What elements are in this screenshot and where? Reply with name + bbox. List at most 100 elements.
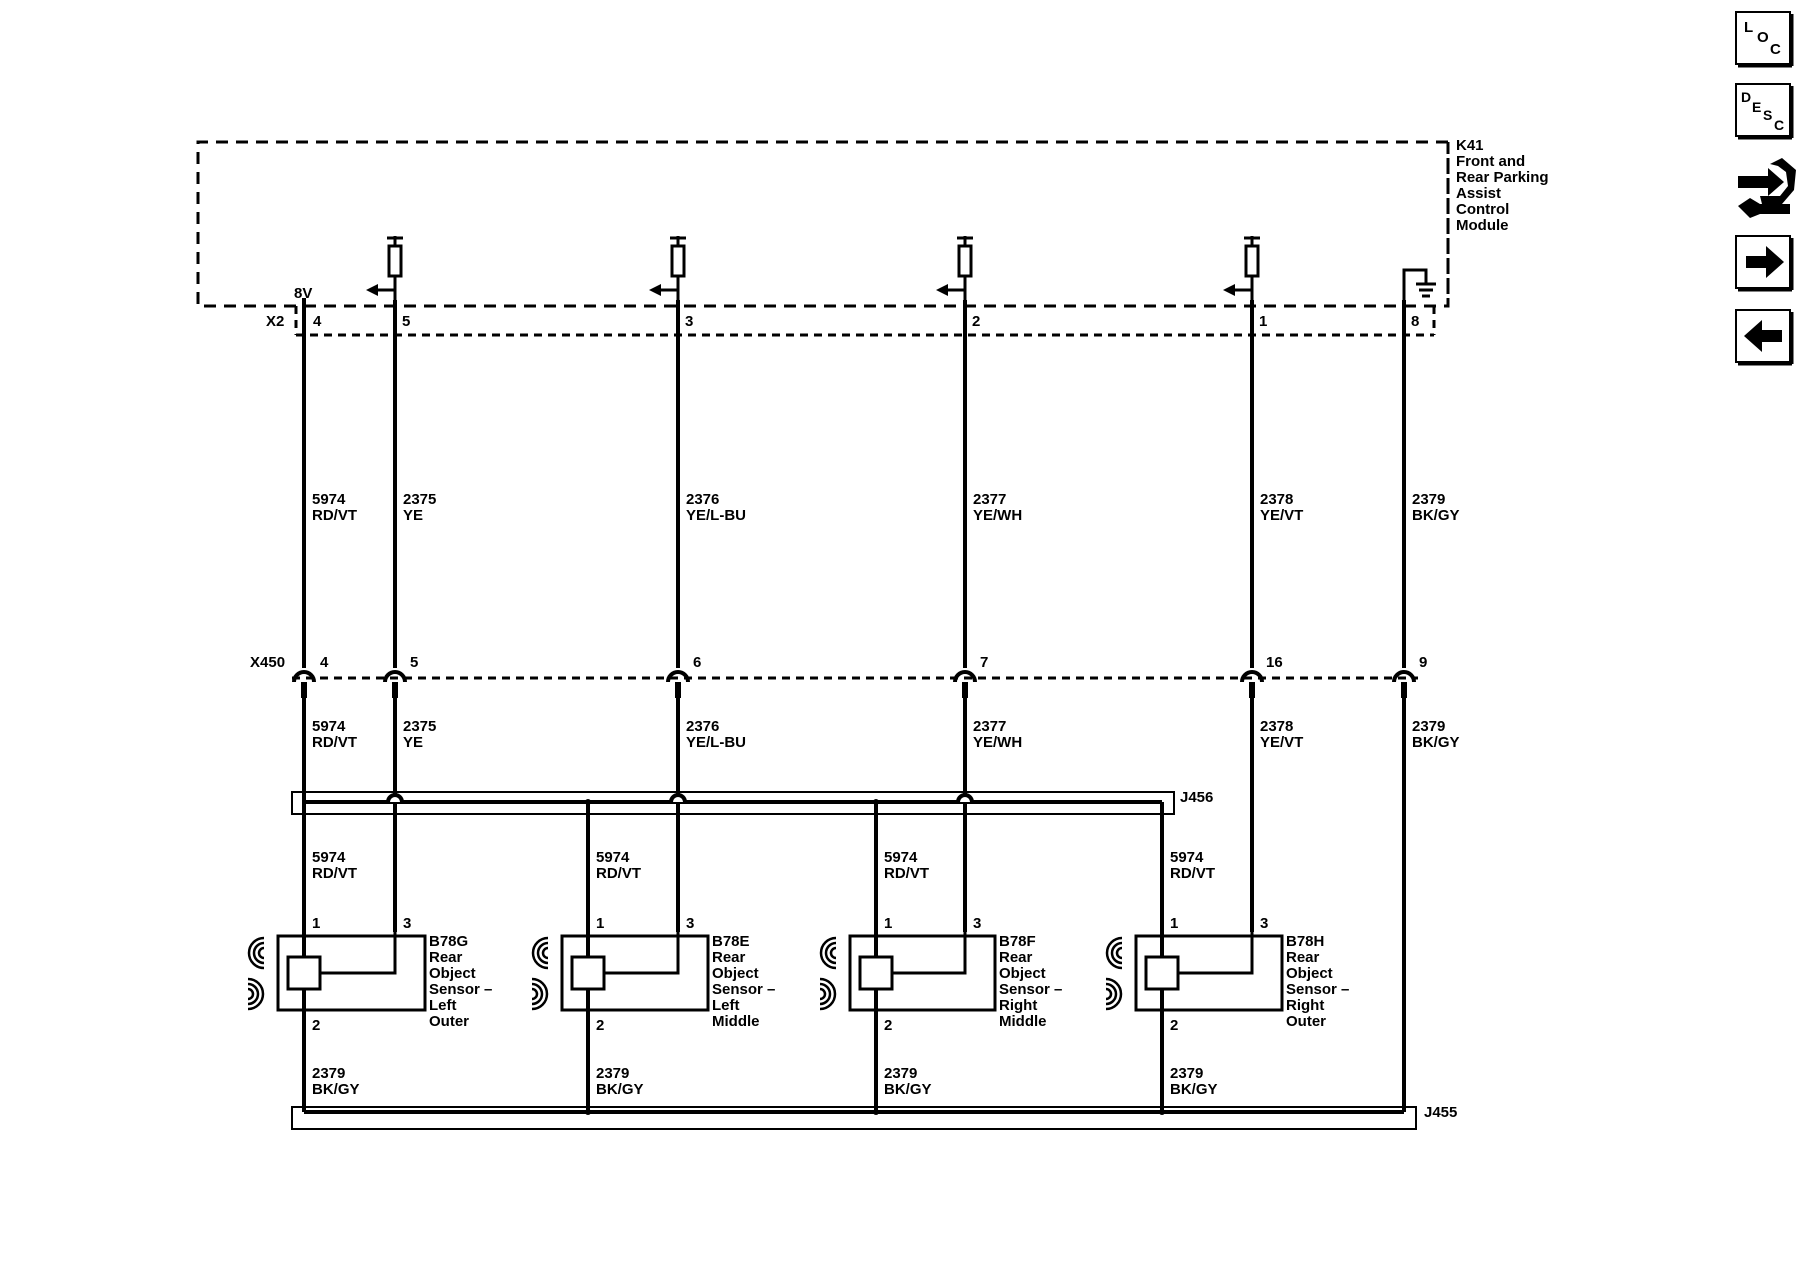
sensor-pin-1: 1 xyxy=(312,915,320,932)
circuit-number: 5974 xyxy=(884,849,918,866)
wire-color: BK/GY xyxy=(884,1081,932,1098)
circuit-number: 2375 xyxy=(403,491,436,508)
module-voltage: 8V xyxy=(294,285,312,302)
wire-color: RD/VT xyxy=(884,865,929,882)
x450-pin: 4 xyxy=(320,654,329,671)
connector-x450-label: X450 xyxy=(250,654,285,671)
arrow-right-icon xyxy=(1746,246,1784,278)
connector-pin-pair xyxy=(1392,670,1416,698)
module-name-line-1: Front and xyxy=(1456,153,1525,170)
next-page-button[interactable] xyxy=(1735,235,1794,292)
x450-pin: 7 xyxy=(980,654,988,671)
circuit-number: 2377 xyxy=(973,491,1006,508)
input-resistor xyxy=(366,236,403,300)
wire-color: RD/VT xyxy=(312,734,357,751)
connector-pin-pair xyxy=(1240,670,1264,698)
power-drops xyxy=(302,802,1164,954)
loc-button[interactable]: L O C xyxy=(1735,11,1794,68)
wire-color: BK/GY xyxy=(1412,507,1460,524)
desc-icon-c: C xyxy=(1774,117,1784,133)
desc-button[interactable]: D E S C xyxy=(1735,83,1794,140)
upper-wire-labels: 5974 RD/VT 2375 YE 2376 YE/L-BU 2377 YE/… xyxy=(312,491,1460,524)
module-name-line-5: Module xyxy=(1456,217,1509,234)
sensor-description-line: Sensor – xyxy=(712,981,775,998)
connector-wrench-button[interactable] xyxy=(1738,158,1796,218)
input-resistor xyxy=(936,236,973,300)
connector-pin-pair xyxy=(666,670,690,698)
sensor-description-line: Sensor – xyxy=(1286,981,1349,998)
wires-upper xyxy=(302,300,1406,668)
connector-pin-pair xyxy=(953,670,977,698)
wire-color: YE/WH xyxy=(973,734,1022,751)
loc-icon-l: L xyxy=(1744,19,1753,36)
ultrasonic-wave-icon xyxy=(819,936,837,1011)
connector-x2-label: X2 xyxy=(266,313,284,330)
sensor-description-line: Sensor – xyxy=(429,981,492,998)
sensor-description-line: Rear xyxy=(429,949,463,966)
input-resistor xyxy=(649,236,686,300)
sensor-description-line: Sensor – xyxy=(999,981,1062,998)
circuit-number: 2379 xyxy=(596,1065,629,1082)
wire-color: YE/WH xyxy=(973,507,1022,524)
wire-color: RD/VT xyxy=(312,865,357,882)
sensor-description-line: Rear xyxy=(1286,949,1320,966)
arrow-left-icon xyxy=(1744,320,1782,352)
sensor-description-line: Object xyxy=(429,965,476,982)
circuit-number: 2379 xyxy=(1412,491,1445,508)
input-resistor xyxy=(1223,236,1260,300)
ultrasonic-wave-icon xyxy=(1105,936,1123,1011)
loc-icon-o: O xyxy=(1757,29,1769,46)
sensor-pin-2: 2 xyxy=(884,1017,892,1034)
sensor-description-line: Middle xyxy=(999,1013,1047,1030)
sensor-pin-3: 3 xyxy=(1260,915,1268,932)
wire-color: RD/VT xyxy=(312,507,357,524)
wire-color: YE/VT xyxy=(1260,734,1303,751)
wire-color: YE xyxy=(403,507,423,524)
sensor-description-line: Rear xyxy=(999,949,1033,966)
circuit-number: 5974 xyxy=(312,849,346,866)
circuit-number: 5974 xyxy=(596,849,630,866)
module-inputs xyxy=(302,236,1436,400)
middle-wire-labels: 5974 RD/VT 2375 YE 2376 YE/L-BU 2377 YE/… xyxy=(312,718,1460,751)
circuit-number: 2376 xyxy=(686,718,719,735)
x450-pin: 6 xyxy=(693,654,701,671)
splice-j456-label: J456 xyxy=(1180,789,1213,806)
sensor-description-line: Object xyxy=(712,965,759,982)
x2-pin: 1 xyxy=(1259,313,1267,330)
circuit-number: 5974 xyxy=(312,491,346,508)
x2-pin: 3 xyxy=(685,313,693,330)
sensor-pin-1: 1 xyxy=(884,915,892,932)
circuit-number: 2378 xyxy=(1260,718,1293,735)
sensor-pin-3: 3 xyxy=(973,915,981,932)
sensor-pin-2: 2 xyxy=(1170,1017,1178,1034)
previous-page-button[interactable] xyxy=(1735,309,1794,366)
wires-middle xyxy=(302,698,1406,1112)
sensor-description-line: Right xyxy=(999,997,1037,1014)
sensor-description-line: Object xyxy=(999,965,1046,982)
circuit-number: 2379 xyxy=(884,1065,917,1082)
x450-pin: 5 xyxy=(410,654,418,671)
wire-color: YE/VT xyxy=(1260,507,1303,524)
wire-color: RD/VT xyxy=(596,865,641,882)
wire-color: YE/L-BU xyxy=(686,734,746,751)
connector-x450: X450 4 5 6 7 16 9 xyxy=(250,654,1427,698)
circuit-number: 2376 xyxy=(686,491,719,508)
sensor-description-line: Left xyxy=(429,997,457,1014)
x2-pin: 5 xyxy=(402,313,410,330)
sensor-description-line: Middle xyxy=(712,1013,760,1030)
splice-j455: J455 xyxy=(291,1104,1457,1130)
loc-icon-c: C xyxy=(1770,41,1781,58)
sensor-id: B78F xyxy=(999,933,1036,950)
module-id: K41 xyxy=(1456,137,1484,154)
x450-pin: 9 xyxy=(1419,654,1427,671)
sensor-pin-3: 3 xyxy=(403,915,411,932)
sensor-pin-1: 1 xyxy=(1170,915,1178,932)
circuit-number: 5974 xyxy=(312,718,346,735)
x2-pin: 2 xyxy=(972,313,980,330)
sensor-description-line: Object xyxy=(1286,965,1333,982)
